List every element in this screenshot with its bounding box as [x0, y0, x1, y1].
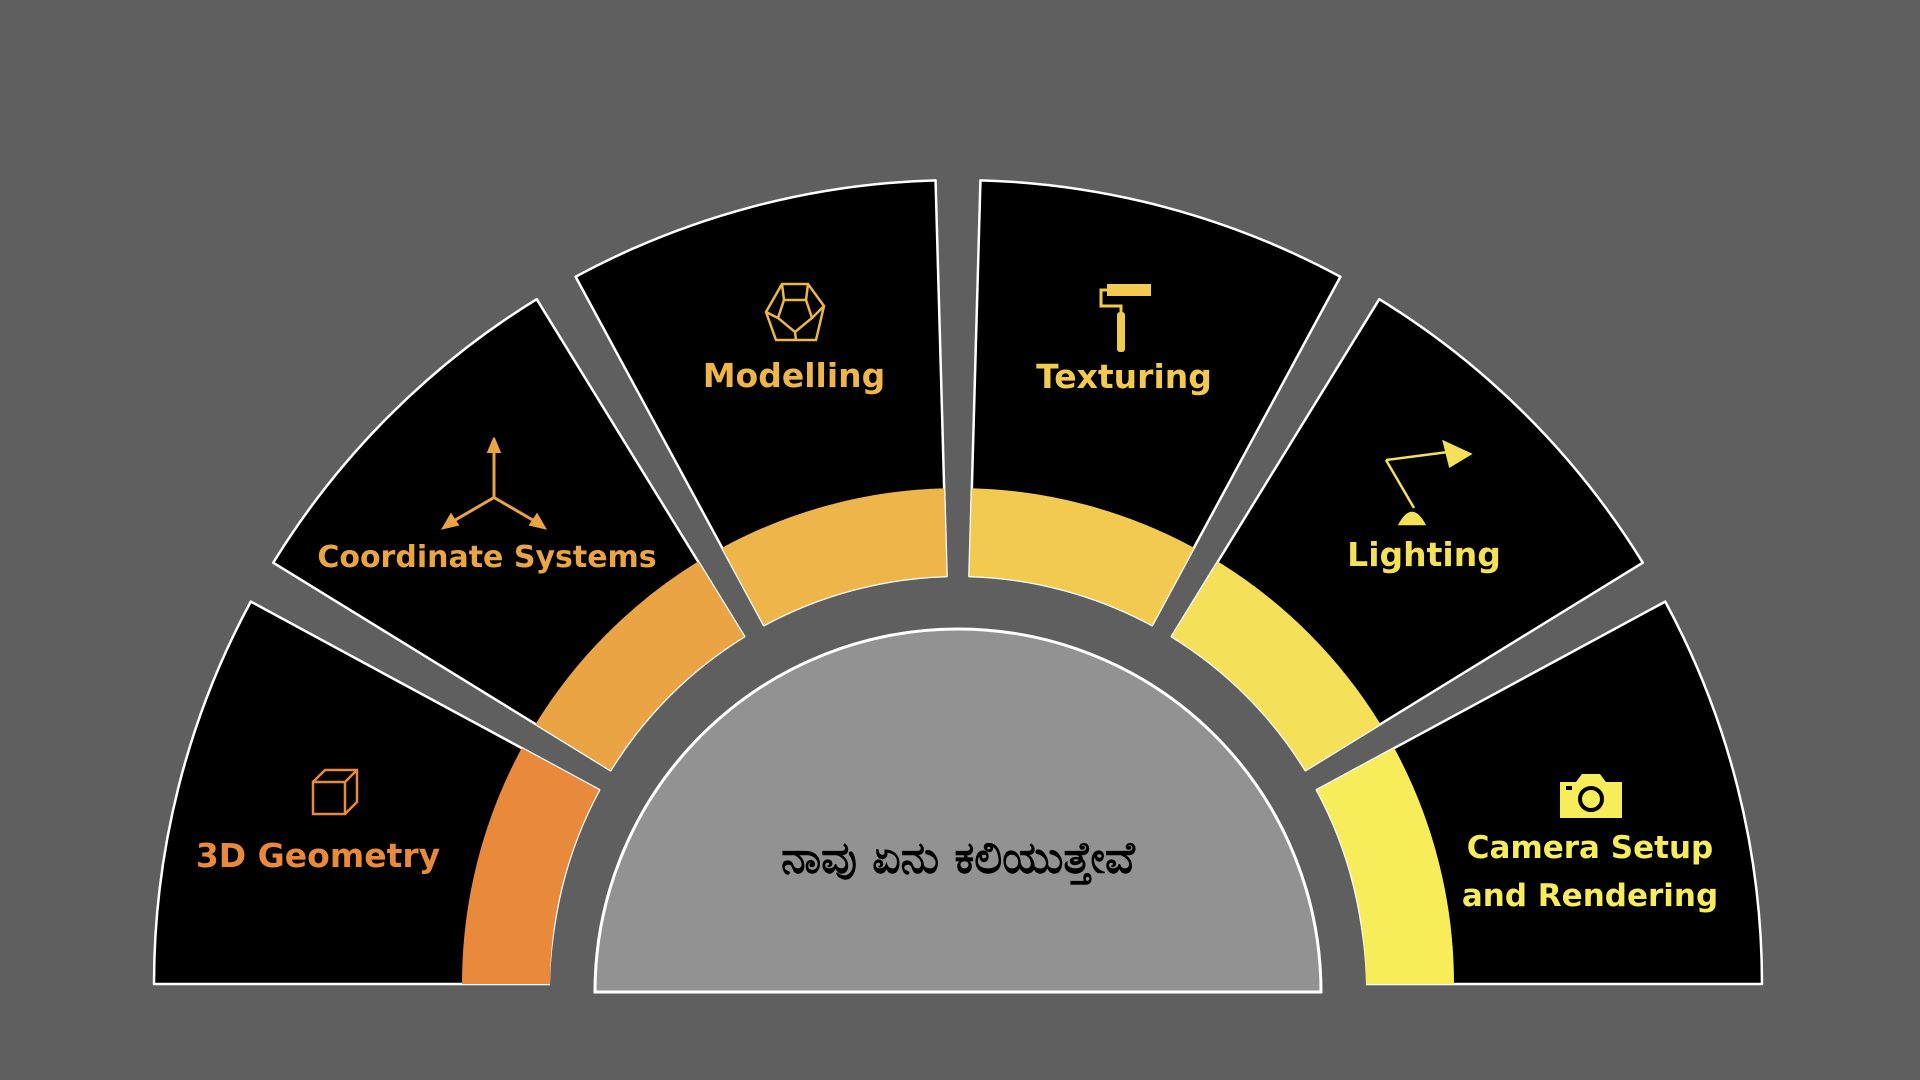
segment-arc-modelling: [722, 488, 947, 626]
label-texturing: Texturing: [1036, 357, 1212, 396]
label-modelling: Modelling: [702, 356, 886, 395]
label-coordinate-systems: Coordinate Systems: [317, 540, 657, 575]
segment-arc-texturing: [969, 488, 1194, 626]
dodecahedron-icon: [764, 282, 826, 342]
cube-icon: [311, 768, 359, 816]
label-camera-line2: and Rendering: [1461, 878, 1719, 914]
paint-roller-icon: [1099, 284, 1151, 352]
segment-arc-lighting: [1171, 561, 1381, 771]
segment-arc-3d-geometry: [462, 748, 600, 984]
axes-icon: [440, 437, 548, 530]
segment-arc-coordinate-systems: [535, 561, 745, 771]
desk-lamp-icon: [1384, 439, 1473, 526]
label-3d-geometry: 3D Geometry: [195, 836, 441, 875]
segment-arc-camera-setup-and-rendering: [1316, 748, 1454, 984]
label-lighting: Lighting: [1347, 535, 1501, 574]
camera-icon: [1560, 774, 1622, 818]
diagram-title: ನಾವು ಏನು ಕಲಿಯುತ್ತೇವೆ: [781, 832, 1135, 884]
label-camera-line1: Camera Setup: [1466, 830, 1714, 866]
center-semicircle: [593, 627, 1323, 994]
label-camera-setup-and-rendering: Camera Setup and Rendering: [1462, 824, 1718, 920]
